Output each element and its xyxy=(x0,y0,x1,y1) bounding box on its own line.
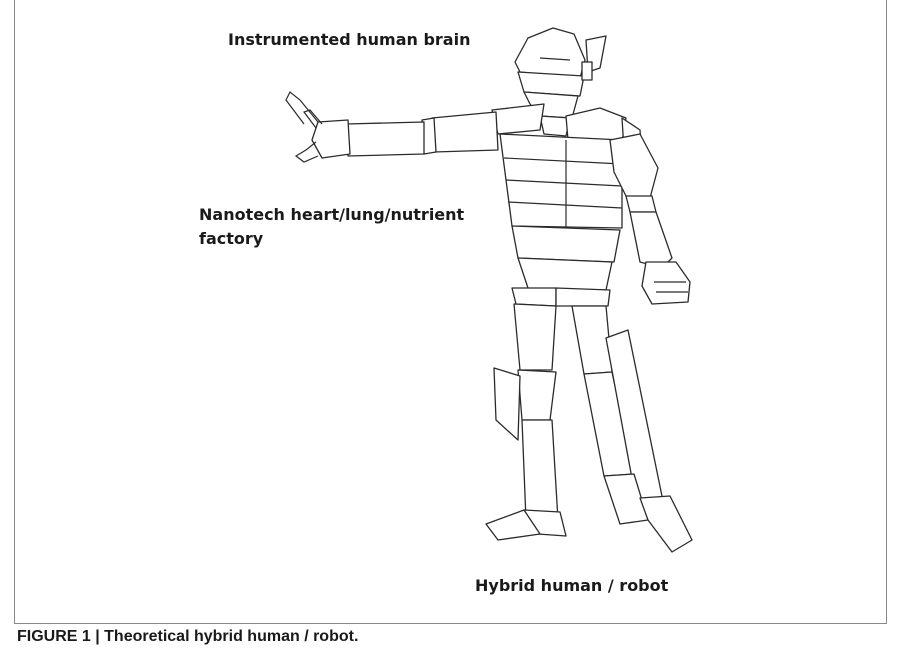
robot-leg-right xyxy=(572,306,692,552)
label-nanotech-heart-line2: factory xyxy=(199,227,464,251)
label-instrumented-brain: Instrumented human brain xyxy=(228,28,470,52)
robot-extended-arm xyxy=(286,92,498,162)
figure-caption: FIGURE 1 | Theoretical hybrid human / ro… xyxy=(17,628,358,646)
robot-head xyxy=(515,28,606,118)
caption-text: Theoretical hybrid human / robot. xyxy=(104,628,358,645)
caption-prefix: FIGURE 1 | xyxy=(17,628,104,645)
robot-leg-left xyxy=(486,304,566,540)
label-hybrid-human-robot: Hybrid human / robot xyxy=(475,574,668,598)
robot-torso xyxy=(500,134,622,290)
label-nanotech-heart: Nanotech heart/lung/nutrient factory xyxy=(199,203,464,251)
robot-neck xyxy=(540,116,570,136)
robot-hips xyxy=(512,288,610,306)
label-nanotech-heart-line1: Nanotech heart/lung/nutrient xyxy=(199,203,464,227)
